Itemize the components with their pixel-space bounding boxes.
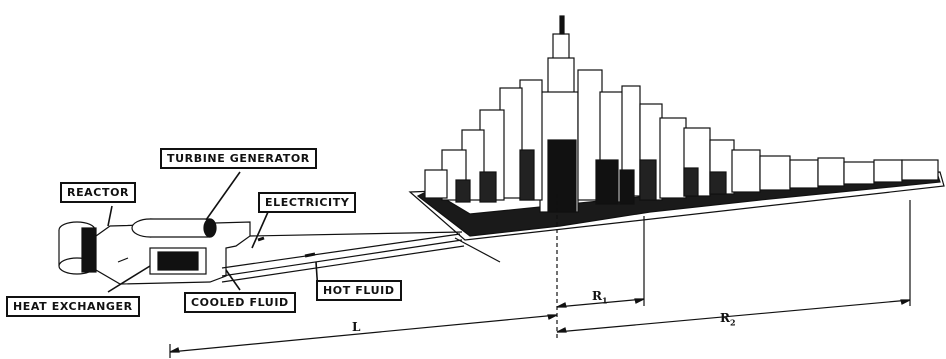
dimension-lines — [169, 194, 911, 358]
reactor-label: REACTOR — [60, 182, 137, 203]
distance-L-label: L — [352, 320, 361, 334]
electricity-label: ELECTRICITY — [258, 192, 357, 213]
heat-exchanger-label: HEAT EXCHANGER — [6, 296, 140, 317]
radius-R2-label: R2 — [720, 311, 736, 328]
cooled-fluid-label: COOLED FLUID — [184, 292, 296, 313]
city-skyline — [408, 15, 945, 241]
hot-fluid-label: HOT FLUID — [316, 280, 402, 301]
turbine-generator-label: TURBINE GENERATOR — [160, 148, 317, 169]
power-plant — [58, 218, 501, 285]
radius-R1-label: R1 — [592, 289, 608, 306]
